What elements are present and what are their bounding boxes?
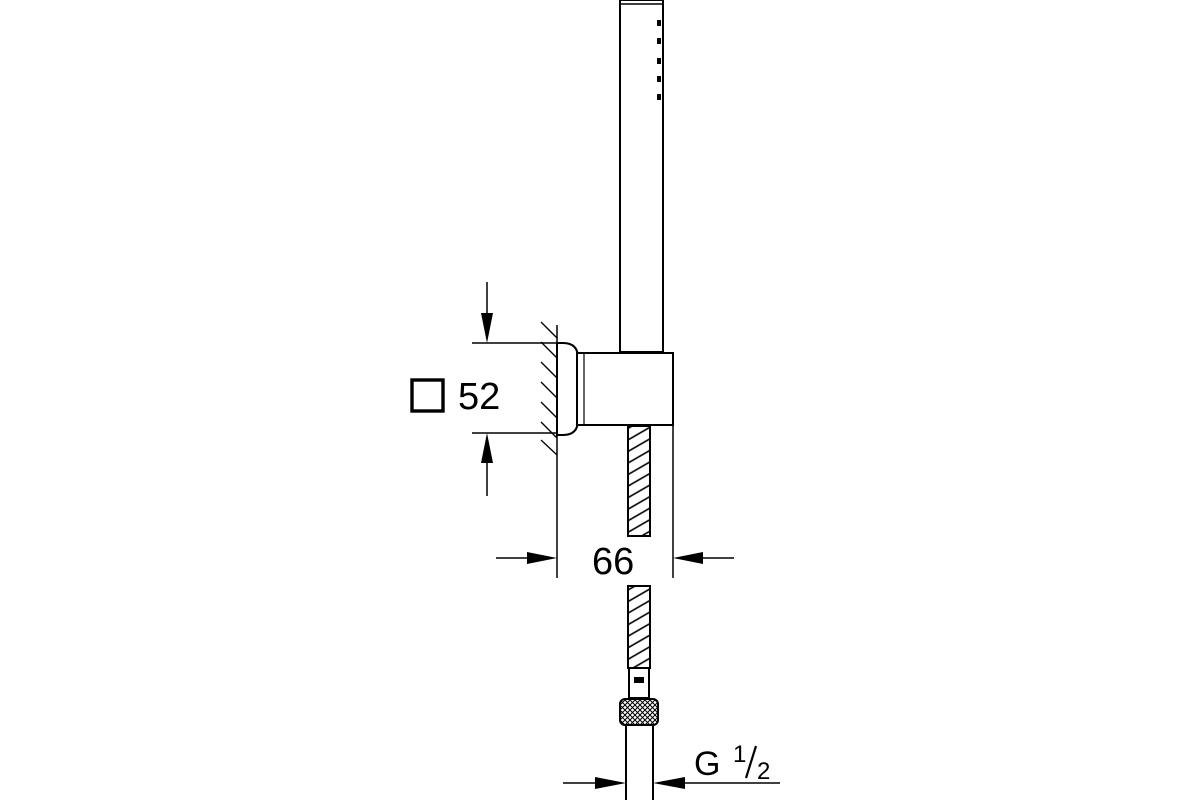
arrowhead-right <box>527 552 557 564</box>
square-symbol-icon <box>410 378 445 413</box>
wall-rosette <box>556 342 579 436</box>
hand-shower-body <box>619 0 664 353</box>
wall-hatching <box>540 321 558 456</box>
hose-lower-segment <box>627 585 651 669</box>
depth-dimension-label: 66 <box>592 541 634 583</box>
wall-bracket <box>556 342 674 436</box>
arrowhead-up <box>481 433 493 463</box>
spray-nozzles <box>657 20 661 100</box>
thread-denominator-label: 2 <box>757 758 770 785</box>
arrowhead-down <box>481 313 493 343</box>
thread-arrowhead-right <box>595 777 626 789</box>
hose-upper-segment <box>627 425 651 537</box>
thread-arrowhead-left <box>653 777 685 789</box>
dimension-depth-66 <box>496 426 734 578</box>
square-dimension-label: 52 <box>458 376 500 418</box>
ferrule-mark <box>634 677 644 683</box>
arrowhead-left <box>673 552 703 564</box>
shower-hose <box>619 425 659 800</box>
hand-shower <box>619 0 664 353</box>
dimension-square-52 <box>410 282 557 496</box>
bracket-holder <box>576 352 674 426</box>
thread-prefix-label: G <box>694 745 720 783</box>
thread-numerator-label: 1 <box>733 741 746 768</box>
dimension-thread <box>563 745 780 789</box>
fraction-slash <box>744 745 758 779</box>
knurled-nut <box>619 698 659 726</box>
